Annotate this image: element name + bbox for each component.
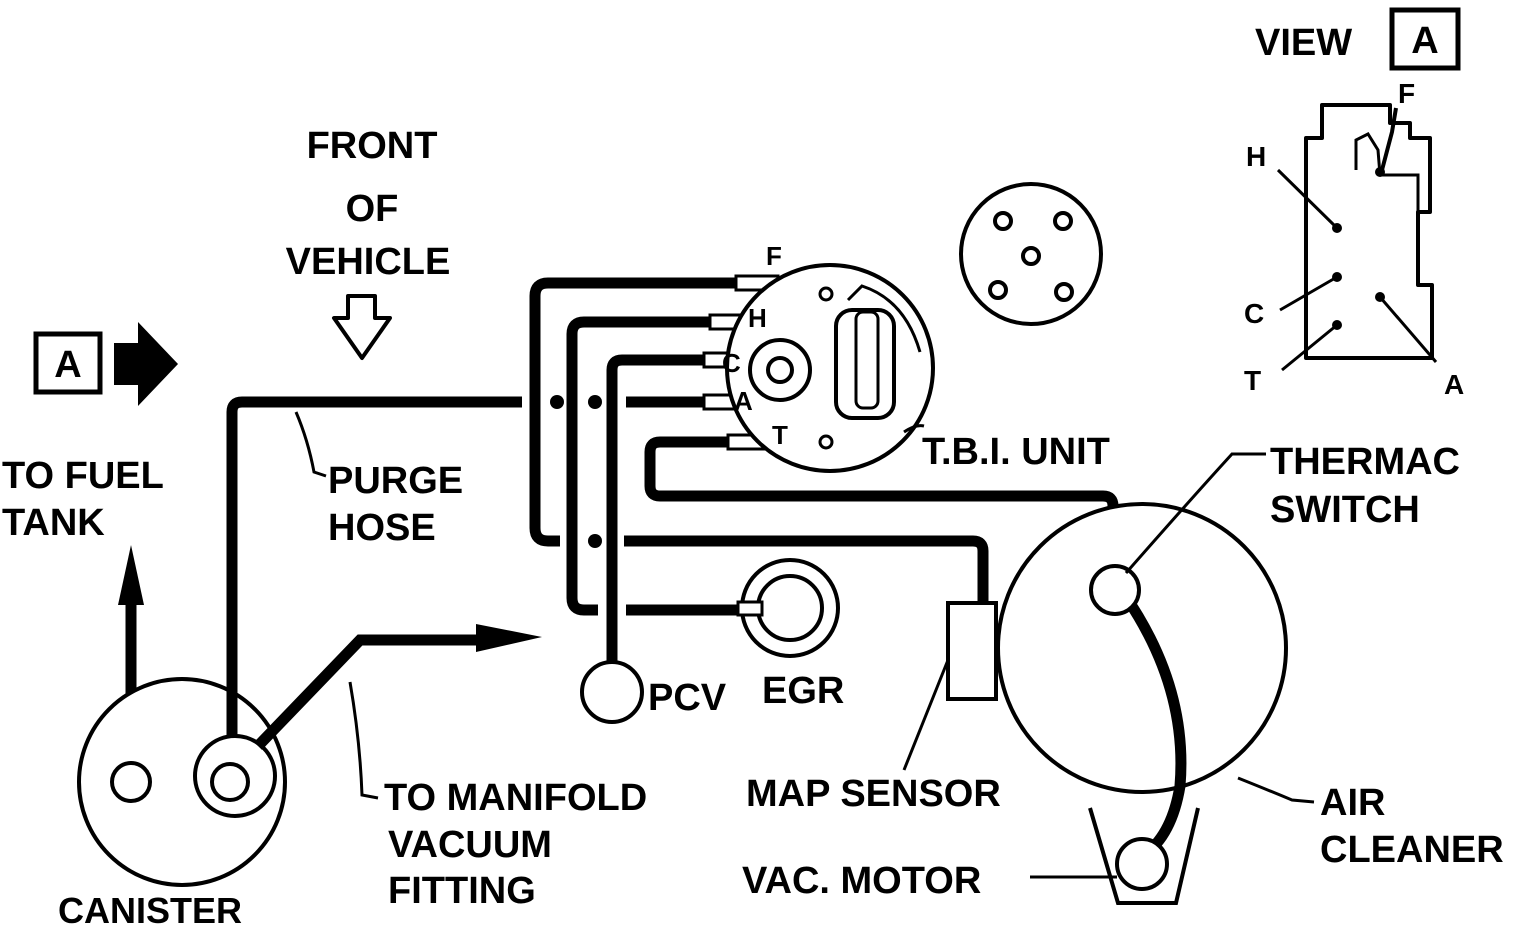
vac-motor (1115, 837, 1169, 891)
view-a-t-leader (1281, 323, 1338, 372)
pcv-valve (580, 660, 644, 724)
injector-hole (1021, 246, 1041, 266)
view-a-body (1304, 103, 1434, 360)
view-tag: A (1411, 20, 1438, 62)
view-a-h-leader (1276, 168, 1339, 230)
injector-hole (993, 211, 1013, 231)
tbi-port-t-label: T (772, 420, 788, 450)
manifold-arrow-icon (476, 624, 542, 652)
tbi-port-h-label: H (748, 303, 767, 333)
egr-label: EGR (762, 670, 844, 712)
thermac-line2: SWITCH (1270, 489, 1420, 531)
view-a-detail: F H C T A (1244, 78, 1464, 400)
front-line1: FRONT (307, 125, 438, 167)
tbi-throttle-shaft (854, 310, 880, 410)
marker-a-tag: A (54, 344, 81, 386)
thermac-leader (1124, 452, 1266, 574)
air-cleaner (996, 502, 1288, 794)
hose-cross-dot (550, 395, 564, 409)
injector-hole (1053, 211, 1073, 231)
view-a-t-label: T (1244, 365, 1261, 396)
canister-fuel-port (110, 761, 152, 803)
view-a-c-label: C (1244, 298, 1264, 329)
tbi-unit: F H C A T (702, 241, 935, 473)
manifold-line3: FITTING (388, 870, 536, 912)
hose-cross-dot (588, 534, 602, 548)
manifold-line2: VACUUM (388, 824, 552, 866)
view-a-c-leader (1279, 275, 1338, 312)
injector-hole (988, 280, 1008, 300)
purge-hose-line1: PURGE (328, 460, 463, 502)
hose-map-sensor (624, 535, 989, 603)
tbi-bolt (818, 286, 834, 302)
canister-label: CANISTER (58, 890, 242, 928)
front-arrow-icon (332, 294, 392, 360)
view-a-port-f (1375, 167, 1385, 177)
pcv-label: PCV (648, 677, 727, 719)
canister-purge-port-inner (210, 762, 250, 802)
air-cleaner-line2: CLEANER (1320, 829, 1504, 871)
view-a-f-leader (1380, 107, 1398, 171)
hose-f-port (529, 277, 738, 547)
air-cleaner-line1: AIR (1320, 782, 1385, 824)
purge-hose-line2: HOSE (328, 507, 436, 549)
hose-t-port-thermac (644, 436, 1119, 575)
thermac-vac-hose (1123, 596, 1187, 860)
tbi-injector-core (766, 356, 794, 384)
map-sensor-leader (902, 659, 950, 771)
view-label: VIEW (1255, 22, 1352, 64)
map-sensor-label: MAP SENSOR (746, 773, 1001, 815)
tbi-port-c-label: C (722, 348, 741, 378)
view-a-a-label: A (1444, 369, 1464, 400)
purge-hose-leader (294, 411, 327, 478)
view-a-h-label: H (1246, 141, 1266, 172)
thermac-switch (1089, 564, 1141, 616)
direction-arrow-icon (114, 322, 178, 406)
view-tag-box (1389, 7, 1461, 71)
egr-valve-inner (756, 574, 824, 642)
injector-hole (1054, 282, 1074, 302)
tbi-port-a-label: A (734, 386, 753, 416)
manifold-vacuum-hose (254, 634, 478, 750)
fuel-tank-line1: TO FUEL (2, 455, 164, 497)
manifold-line1: TO MANIFOLD (384, 777, 647, 819)
fuel-tank-arrow-icon (118, 545, 144, 605)
thermac-line1: THERMAC (1270, 441, 1460, 483)
view-a-f-label: F (1398, 78, 1415, 109)
air-cleaner-leader (1237, 776, 1315, 804)
view-a-inner-outline (1354, 132, 1420, 212)
tbi-leader (903, 424, 925, 434)
fuel-tank-line2: TANK (2, 502, 105, 544)
tbi-port-f-label: F (766, 241, 782, 271)
front-line2: OF (346, 188, 399, 230)
tbi-bolt (818, 434, 834, 450)
marker-a-box (33, 331, 103, 395)
tbi-linkage (846, 284, 922, 353)
egr-port (736, 600, 764, 617)
hose-cross-dot (588, 395, 602, 409)
tbi-label: T.B.I. UNIT (922, 431, 1110, 473)
view-a-a-leader (1378, 296, 1438, 363)
vac-motor-label: VAC. MOTOR (742, 860, 981, 902)
hose-h-port (566, 316, 712, 616)
front-line3: VEHICLE (286, 241, 451, 283)
manifold-leader (348, 681, 379, 800)
purge-hose (226, 396, 522, 738)
map-sensor (946, 601, 998, 701)
hose-c-port-pcv (606, 354, 706, 680)
